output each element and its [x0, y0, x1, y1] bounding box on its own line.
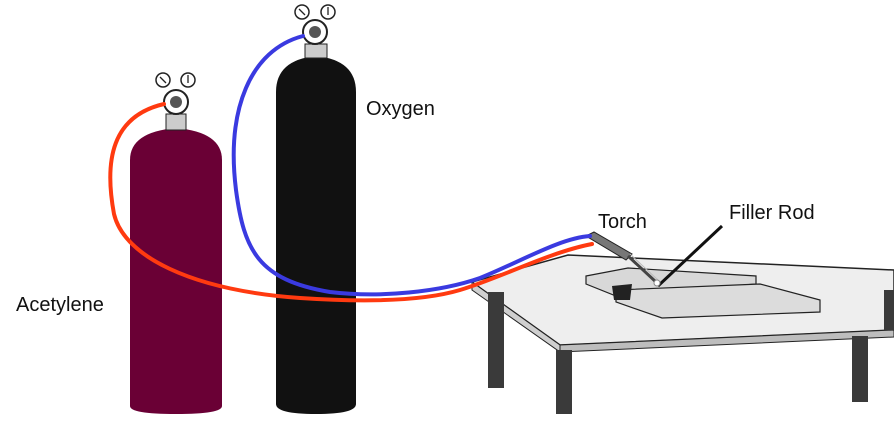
acetylene-label: Acetylene [16, 294, 104, 316]
oxygen-gauge-left-needle [298, 8, 306, 16]
workpiece-plates [585, 267, 821, 319]
filler-rod-label: Filler Rod [729, 202, 815, 224]
acetylene-cylinder [130, 72, 222, 414]
torch [584, 231, 661, 287]
oxygen-valve-neck [304, 43, 328, 59]
table-leg-front-left [556, 350, 572, 414]
acetylene-valve-neck [165, 113, 187, 131]
table-leg-back-left [488, 292, 504, 388]
table-front-edge [559, 329, 894, 353]
table-leg-back-right [884, 290, 894, 330]
oxygen-cylinder [276, 4, 356, 414]
oxygen-cylinder-body [276, 56, 356, 414]
table-leg-front-right [852, 336, 868, 402]
torch-handle [584, 231, 633, 261]
acetylene-gauge-left-needle [159, 76, 167, 84]
acetylene-regulator-core [170, 96, 182, 108]
filler-rod [656, 224, 724, 288]
torch-flame [653, 279, 661, 287]
torch-tip-inner [629, 253, 659, 281]
torch-tip [626, 254, 658, 284]
oxygen-regulator-core [309, 26, 321, 38]
front-plate [615, 283, 821, 319]
oxygen-hose [231, 34, 592, 297]
plate-shadow [612, 284, 632, 300]
torch-label: Torch [598, 211, 647, 233]
acetylene-hose [108, 102, 594, 303]
oxygen-label: Oxygen [366, 98, 435, 120]
